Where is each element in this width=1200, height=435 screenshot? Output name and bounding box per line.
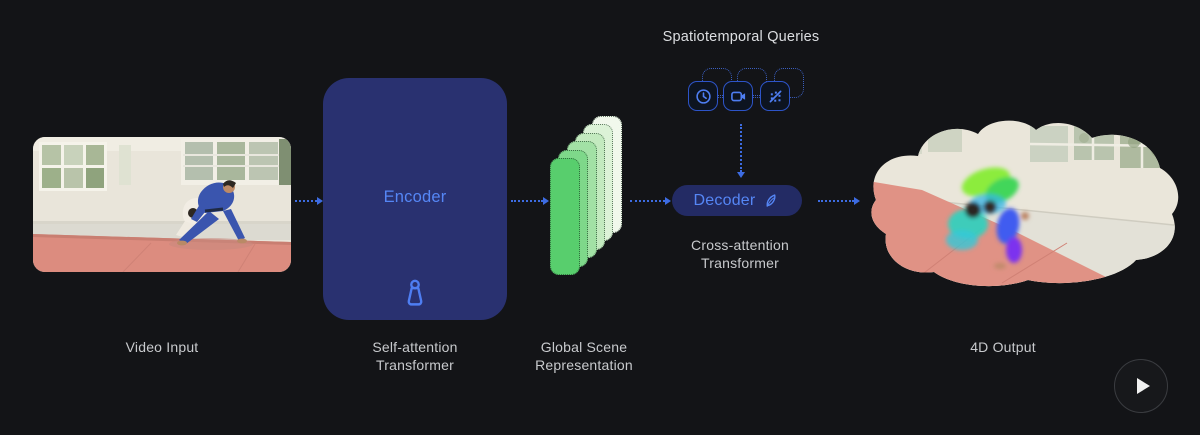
encoder-title: Encoder (383, 188, 447, 206)
scatter-plot-icon (769, 90, 781, 102)
encoder-node: Encoder (323, 78, 507, 320)
play-button[interactable] (1114, 359, 1168, 413)
queries-to-decoder-arrow (737, 124, 745, 178)
flow-arrow (511, 197, 549, 205)
feather-icon (766, 194, 776, 207)
flow-arrow (295, 197, 323, 205)
decoder-caption: Cross-attention Transformer (691, 237, 789, 271)
play-icon (1136, 378, 1150, 394)
decoder-node: Decoder (672, 185, 802, 216)
query-button-video (723, 81, 753, 111)
4d-output-image (862, 108, 1184, 290)
4d-output-scene (871, 120, 1179, 287)
query-button-tracks (760, 81, 790, 111)
query-connector (718, 95, 723, 96)
spatiotemporal-queries-title: Spatiotemporal Queries (662, 29, 820, 45)
video-input-scene (33, 137, 291, 272)
video-input-label: Video Input (125, 339, 199, 355)
video-camera-icon (730, 91, 745, 101)
query-button-time (688, 81, 718, 111)
weight-icon (407, 279, 423, 306)
global-scene-caption: Global Scene Representation (535, 339, 633, 373)
encoder-caption: Self-attention Transformer (372, 339, 458, 373)
flow-arrow (818, 197, 860, 205)
decoder-title: Decoder (693, 191, 756, 209)
video-input-image (33, 137, 291, 272)
flow-arrow (630, 197, 671, 205)
clock-icon (695, 88, 711, 104)
query-connector (753, 95, 760, 96)
representation-stack (550, 116, 624, 276)
representation-layer (550, 158, 580, 275)
4d-output-label: 4D Output (970, 339, 1036, 355)
